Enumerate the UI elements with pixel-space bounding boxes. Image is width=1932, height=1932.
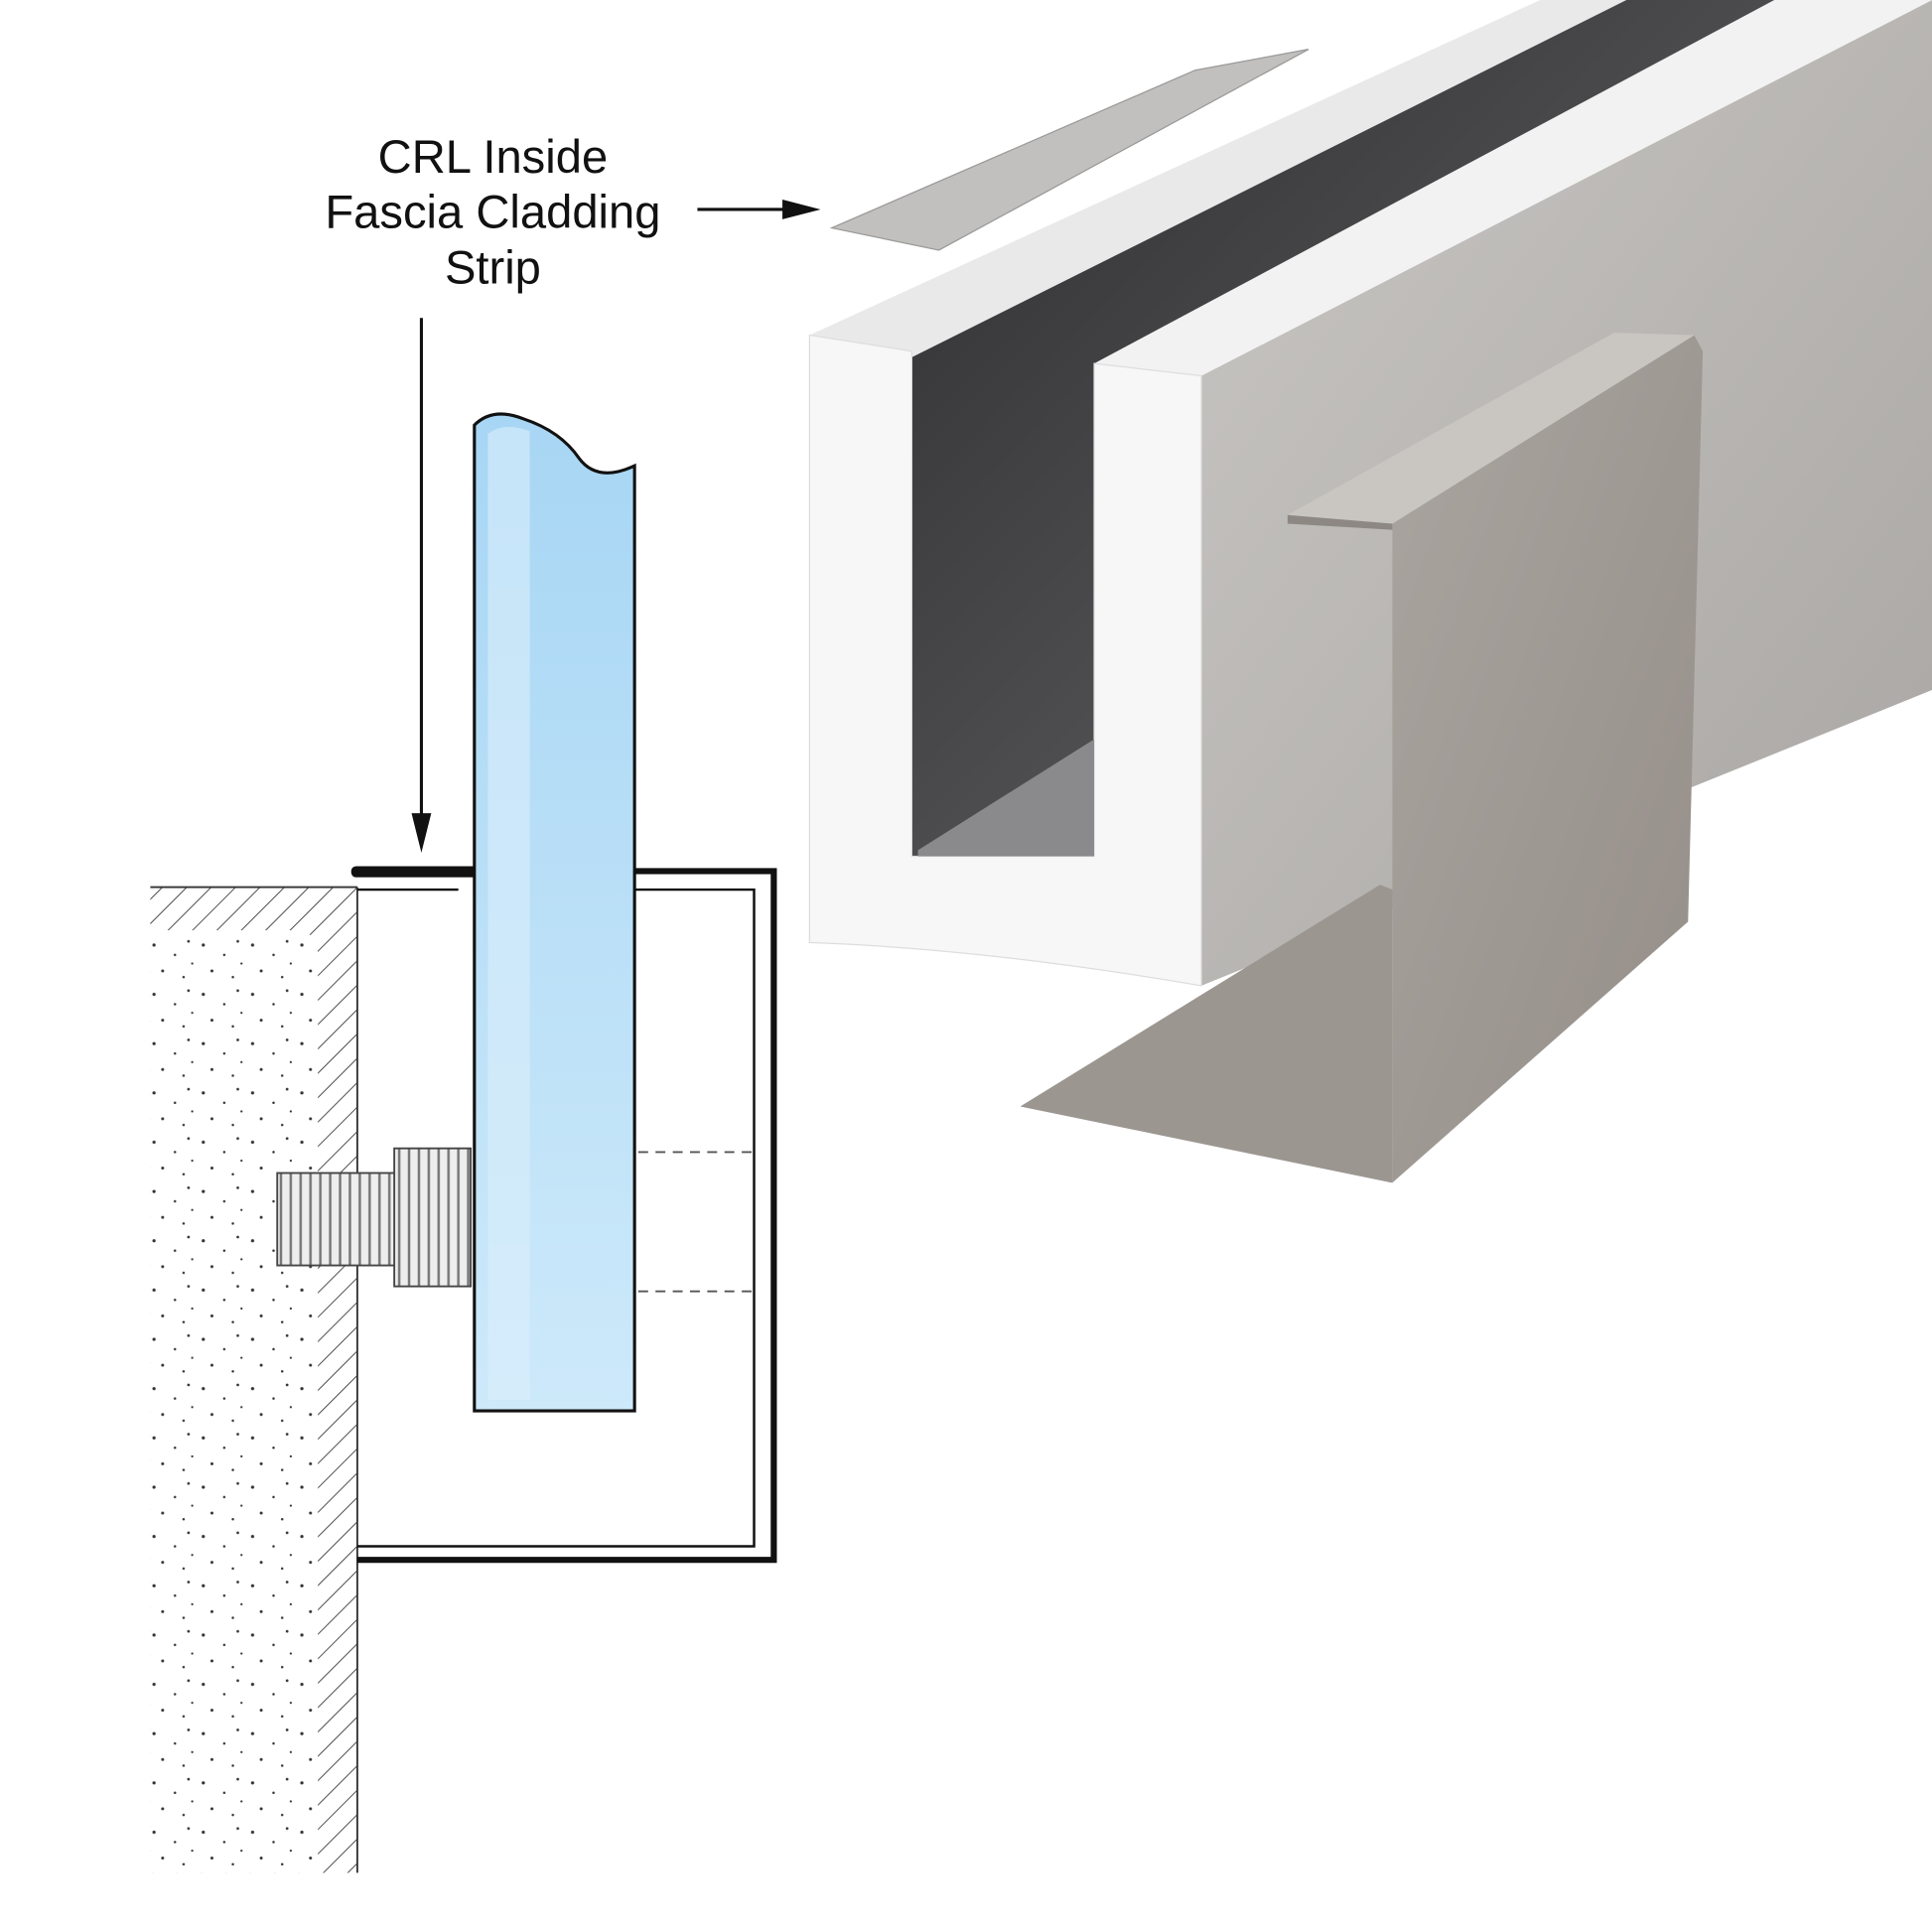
cladding-strip-section — [350, 866, 480, 878]
cladding-strip-photo — [829, 49, 1310, 251]
callout-line-3: Strip — [445, 240, 541, 293]
concrete-wall — [150, 886, 358, 1873]
callout-line-1: CRL Inside — [378, 130, 609, 183]
down-arrow-icon — [411, 318, 432, 853]
extrusion-photo — [808, 0, 1932, 987]
callout-label: CRL Inside Fascia Cladding Strip — [325, 130, 660, 294]
base-shoe-channel — [356, 868, 777, 1564]
callout-line-2: Fascia Cladding — [325, 186, 660, 238]
anchor-bolt — [276, 1147, 473, 1288]
fascia-cladding-photo — [1020, 333, 1704, 1183]
right-arrow-icon — [697, 200, 821, 219]
glass-panel — [473, 412, 636, 1413]
